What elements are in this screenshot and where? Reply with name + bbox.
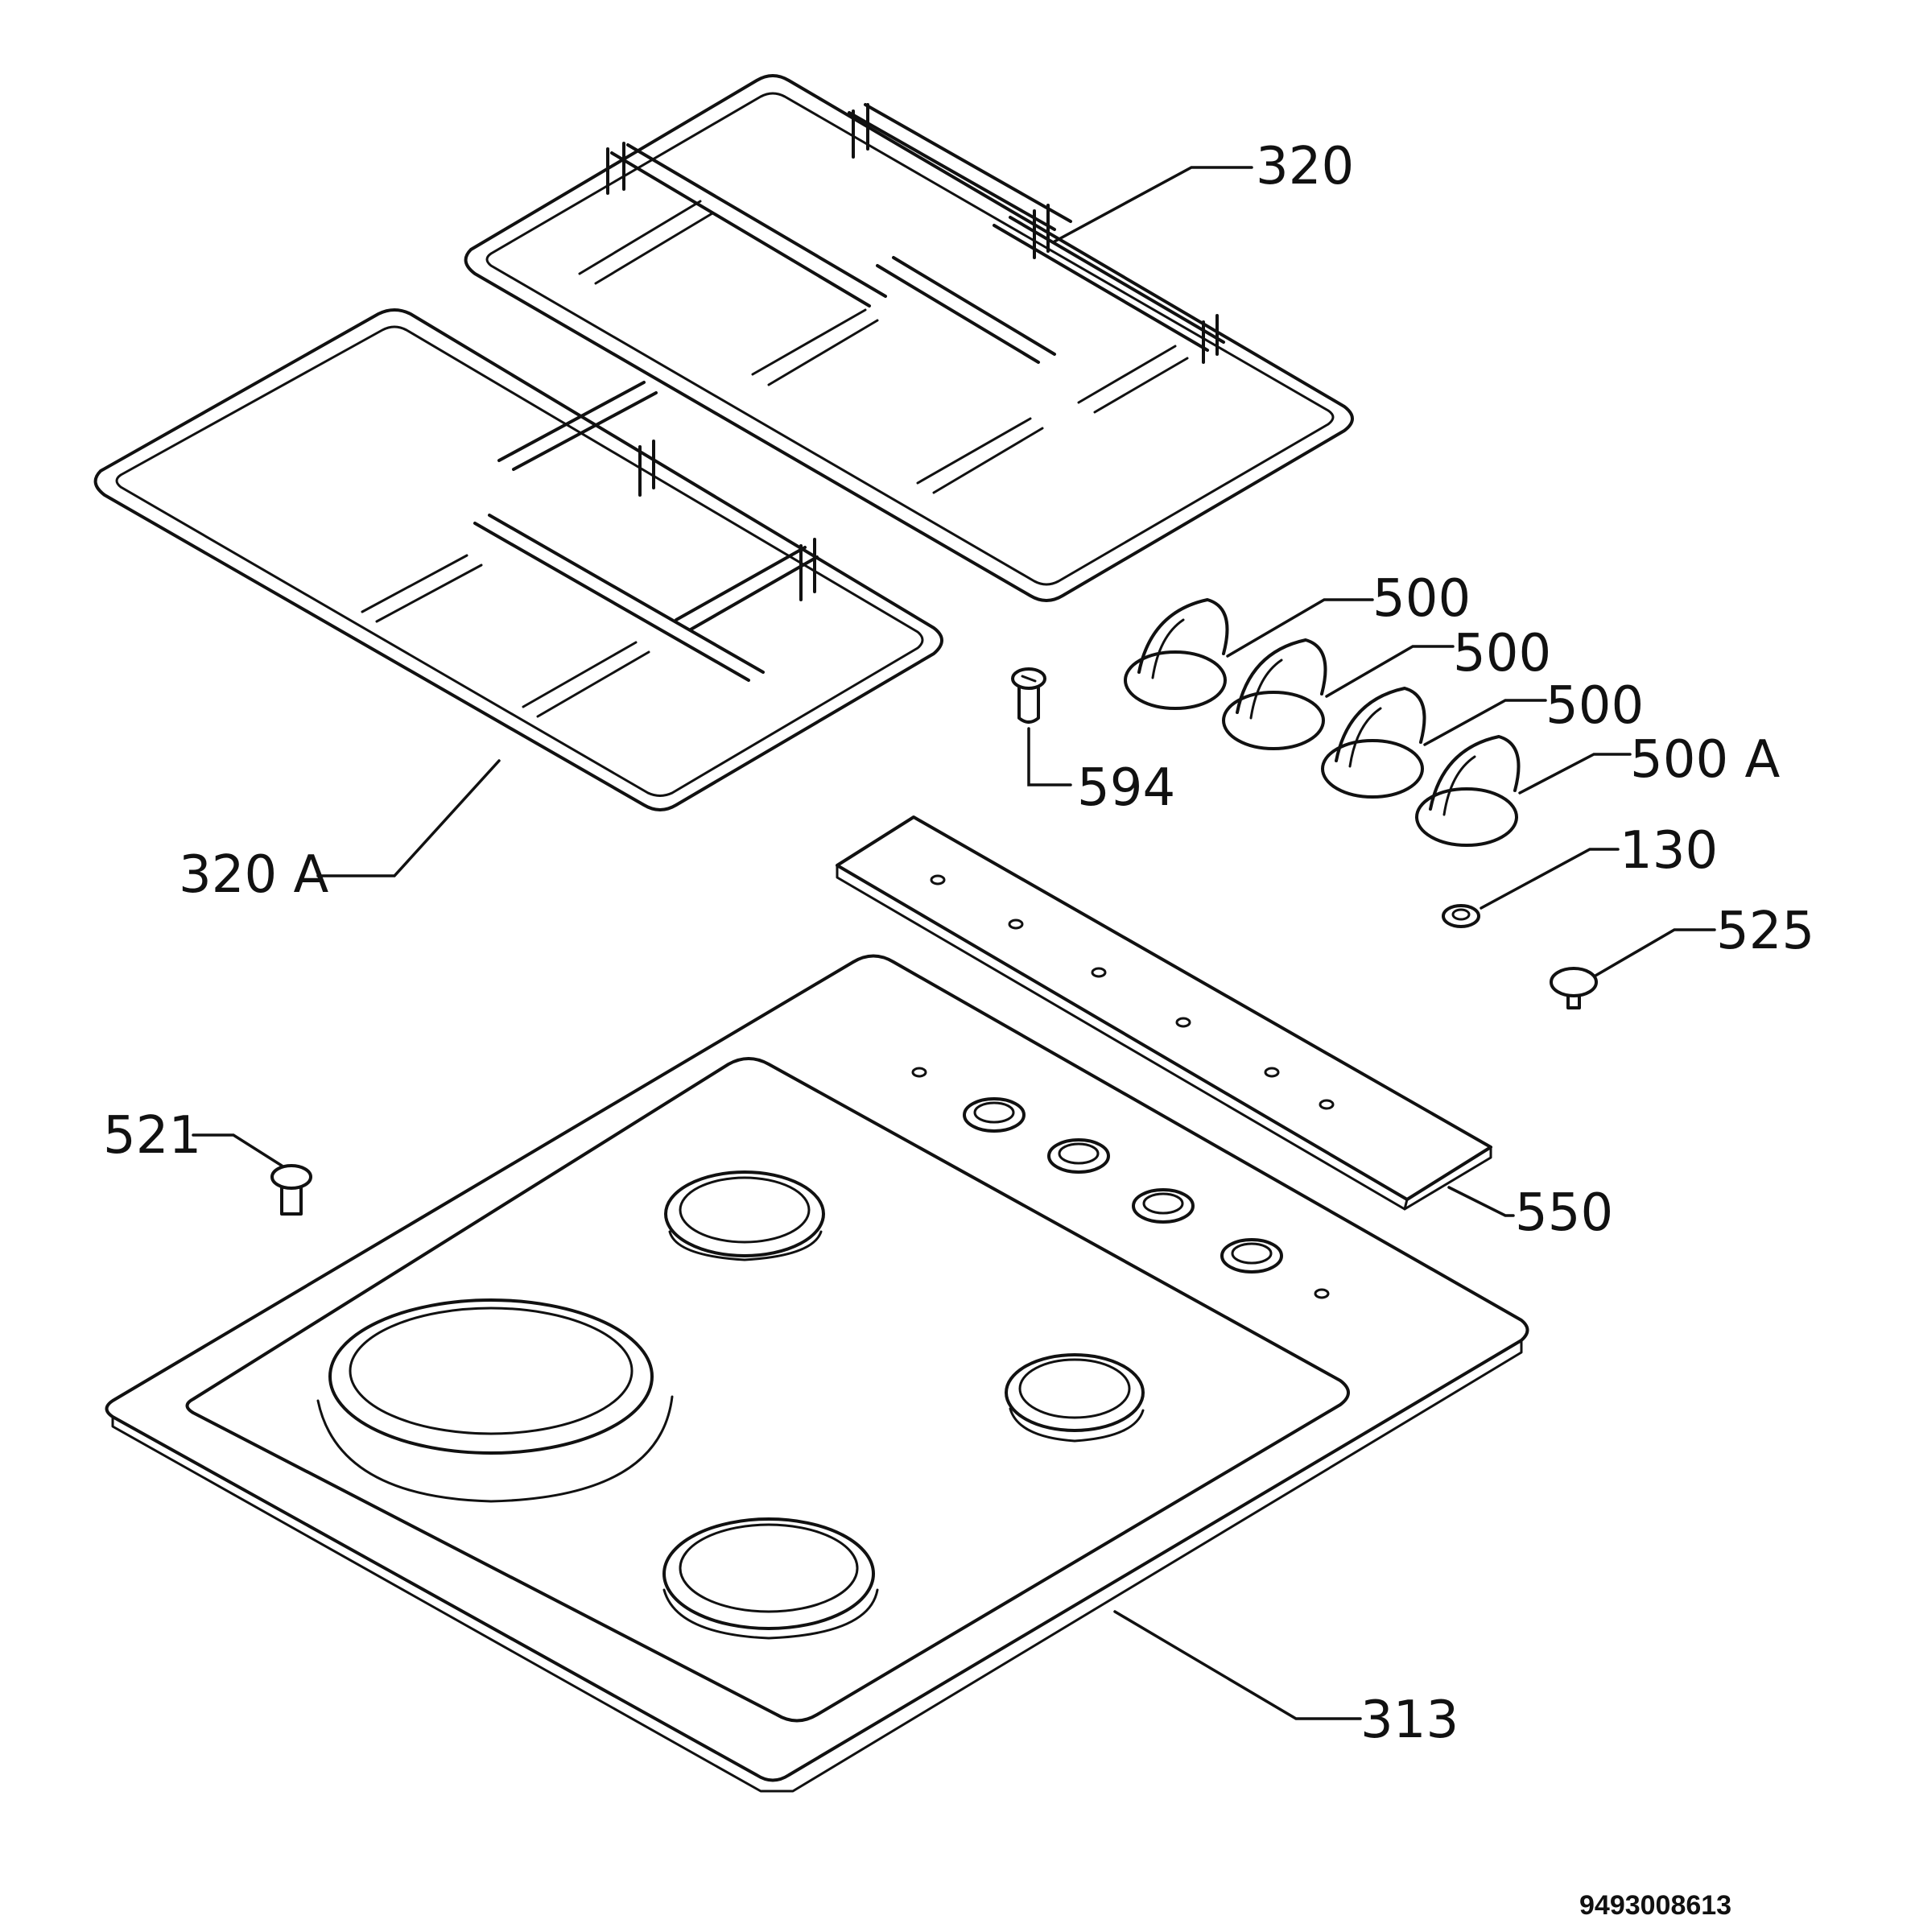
label-550: 550 — [1515, 1183, 1613, 1243]
label-525: 525 — [1716, 902, 1814, 961]
burner-large-front-left — [316, 1298, 674, 1503]
hob-top-313 — [105, 954, 1529, 1793]
label-521: 521 — [103, 1106, 201, 1166]
control-knob-500a — [1415, 735, 1521, 847]
leader-500a — [1518, 753, 1632, 795]
label-313: 313 — [1360, 1690, 1459, 1750]
label-500-3: 500 — [1546, 676, 1644, 736]
control-panel-strip-550 — [836, 815, 1492, 1211]
burner-rear-left — [664, 1170, 825, 1261]
label-130: 130 — [1620, 821, 1718, 881]
control-knob-500-2 — [1222, 638, 1327, 750]
document-number: 9493008613 — [1579, 1890, 1731, 1921]
leader-521 — [192, 1133, 283, 1167]
screw-594 — [1011, 667, 1046, 724]
label-500-1: 500 — [1372, 569, 1471, 629]
label-320: 320 — [1256, 137, 1354, 196]
control-knob-500-1 — [1124, 598, 1229, 710]
label-500-2: 500 — [1453, 624, 1551, 683]
leader-313 — [1113, 1610, 1362, 1720]
pan-support-320a — [93, 308, 943, 811]
leader-130 — [1480, 848, 1620, 910]
label-320a: 320 A — [179, 845, 329, 905]
leader-500-3 — [1423, 699, 1547, 746]
label-594: 594 — [1077, 758, 1175, 818]
leader-525 — [1594, 928, 1716, 977]
label-500a: 500 A — [1630, 730, 1781, 790]
knob-bezel-row — [911, 1067, 1330, 1299]
burner-right — [1005, 1353, 1145, 1443]
leader-500-2 — [1325, 645, 1455, 698]
leader-320 — [1053, 166, 1253, 243]
control-knob-500-3 — [1321, 687, 1426, 799]
leader-500-1 — [1226, 598, 1374, 658]
button-525 — [1550, 967, 1598, 1009]
pan-support-320 — [464, 74, 1354, 602]
burner-front — [662, 1517, 879, 1640]
leader-320a — [316, 759, 501, 877]
leader-594 — [1027, 727, 1072, 786]
plug-521 — [270, 1164, 312, 1216]
leader-550 — [1447, 1186, 1515, 1217]
washer-130 — [1442, 904, 1480, 928]
